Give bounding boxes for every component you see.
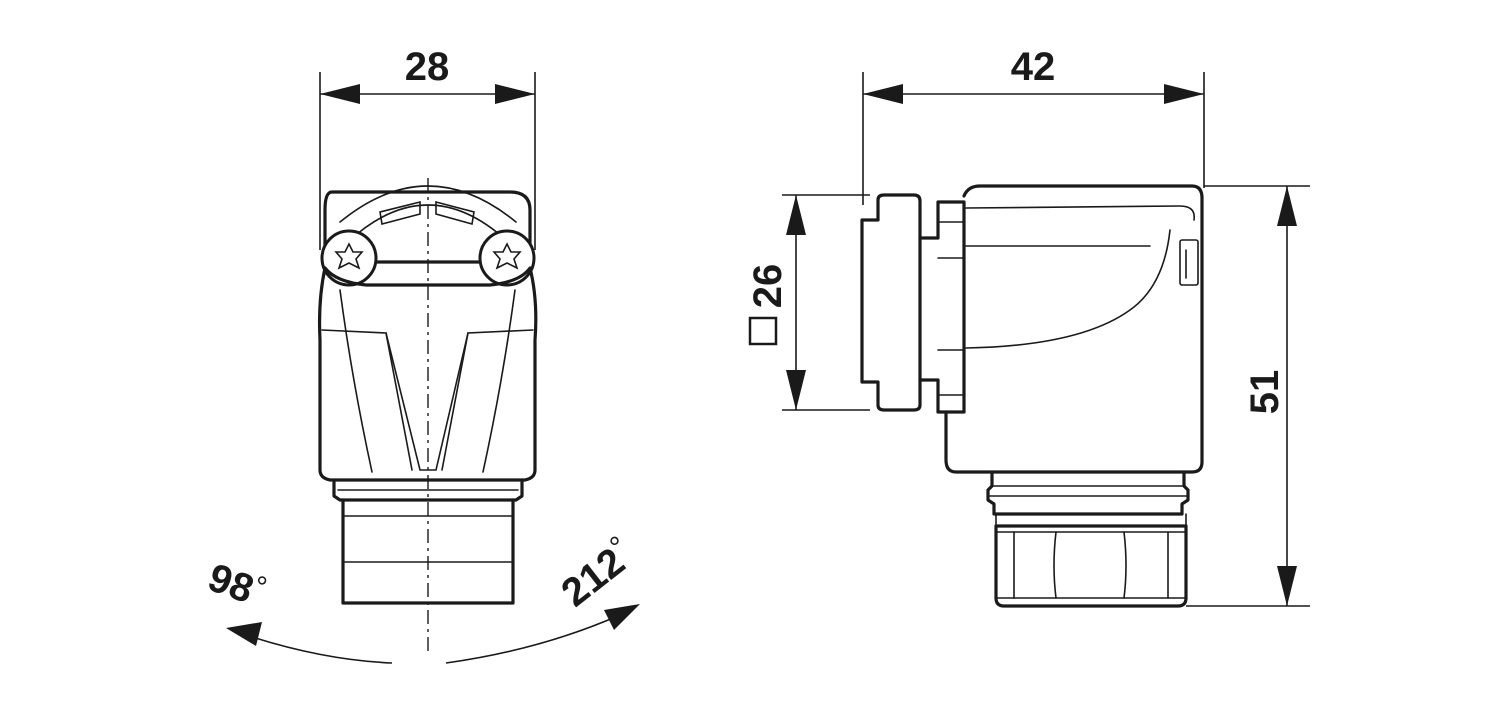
front-neck xyxy=(332,478,524,502)
screw-left-icon xyxy=(320,229,378,287)
dimension-flange: 26 xyxy=(746,194,870,411)
front-view: 28 xyxy=(202,45,643,664)
side-latch xyxy=(1179,239,1199,286)
side-neck xyxy=(986,470,1190,516)
screw-right-icon xyxy=(478,229,536,287)
dimension-height: 51 xyxy=(1186,185,1310,607)
dim-label-26: 26 xyxy=(746,264,790,309)
rotation-right-label: 212° xyxy=(552,530,643,616)
rotation-left-label: 98° xyxy=(202,555,270,617)
dim-label-51: 51 xyxy=(1243,370,1287,415)
front-body xyxy=(317,266,538,482)
side-housing xyxy=(944,184,1204,474)
side-coupling xyxy=(918,200,966,414)
dimension-side-width: 42 xyxy=(862,45,1205,205)
rotation-indicator: 98° 212° xyxy=(202,530,643,664)
side-hex-nut xyxy=(994,524,1188,608)
front-outlet xyxy=(341,498,515,605)
dimension-front-width: 28 xyxy=(319,45,536,250)
side-view: 42 26 51 xyxy=(746,45,1310,608)
side-flange xyxy=(860,193,922,412)
dim-label-28: 28 xyxy=(405,45,450,89)
square-symbol xyxy=(748,316,778,346)
dim-label-42: 42 xyxy=(1011,45,1056,89)
